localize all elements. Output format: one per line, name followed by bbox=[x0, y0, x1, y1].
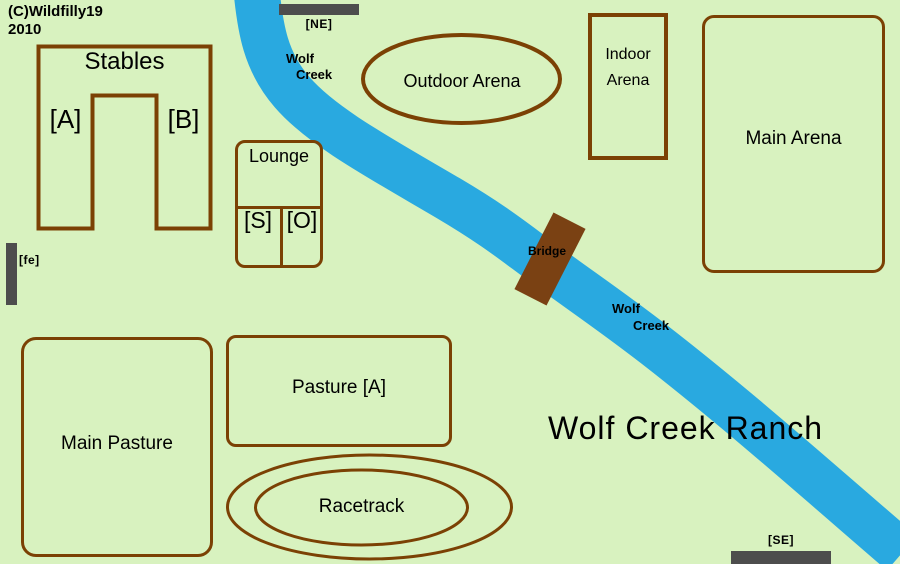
ranch-title: Wolf Creek Ranch bbox=[548, 410, 824, 446]
exit-se-label: [SE] bbox=[768, 533, 794, 547]
racetrack-inner-ellipse bbox=[254, 468, 469, 547]
exit-ne-label: [NE] bbox=[305, 17, 333, 31]
racetrack-label: Racetrack bbox=[318, 496, 405, 517]
stables-wing-b-label: [B] bbox=[167, 104, 200, 134]
exit-fe-label: [fe] bbox=[19, 253, 40, 267]
main-pasture-label: Main Pasture bbox=[61, 433, 173, 454]
main-arena-label: Main Arena bbox=[745, 128, 842, 149]
pasture-a-field bbox=[226, 335, 452, 447]
stables-label: Stables bbox=[84, 48, 165, 75]
creek-upper-label-creek: Creek bbox=[296, 67, 333, 82]
indoor-arena-label: Indoor Arena bbox=[605, 46, 651, 89]
indoor-arena-building bbox=[588, 13, 668, 160]
lounge-room-o-label: [O] bbox=[286, 207, 318, 233]
main-pasture-field bbox=[21, 337, 213, 557]
exit-se-marker bbox=[731, 551, 831, 564]
copyright-text: (C)Wildfilly19 bbox=[8, 3, 103, 20]
stables-outline bbox=[36, 44, 213, 231]
bridge-label: Bridge bbox=[528, 244, 567, 258]
creek-upper-label-wolf: Wolf bbox=[286, 51, 314, 66]
racetrack-outer-ellipse bbox=[226, 453, 513, 561]
bridge-rect bbox=[514, 212, 586, 306]
lounge-divider-horizontal bbox=[237, 206, 321, 209]
exit-ne-marker bbox=[279, 4, 359, 15]
copyright-year: 2010 bbox=[8, 21, 42, 38]
outdoor-arena-label: Outdoor Arena bbox=[403, 71, 521, 91]
outdoor-arena-ellipse bbox=[361, 33, 562, 125]
creek-lower-label-creek: Creek bbox=[633, 318, 670, 333]
lounge-label: Lounge bbox=[248, 146, 310, 166]
exit-fe-marker bbox=[6, 243, 17, 305]
creek-lower-label-wolf: Wolf bbox=[612, 301, 640, 316]
lounge-divider-vertical bbox=[280, 209, 283, 267]
lounge-room-s-label: [S] bbox=[243, 207, 273, 233]
lounge-building bbox=[235, 140, 323, 268]
main-arena-building bbox=[702, 15, 885, 273]
pasture-a-label: Pasture [A] bbox=[292, 377, 386, 398]
creek-path bbox=[234, 0, 900, 564]
stables-wing-a-label: [A] bbox=[49, 104, 82, 134]
